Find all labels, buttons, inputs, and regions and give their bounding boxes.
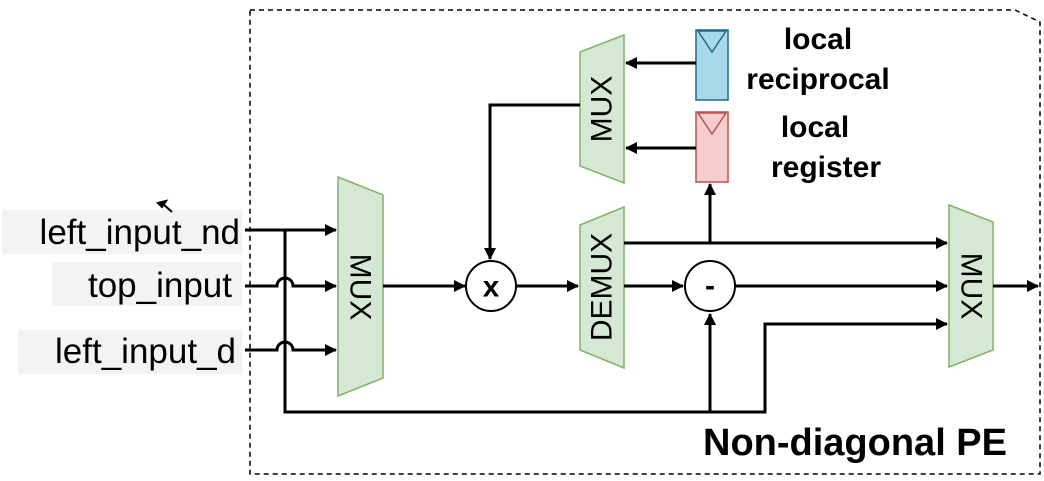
input-mux: [337, 175, 384, 398]
register-label-line2: register: [771, 151, 881, 184]
reciprocal-label-line2: reciprocal: [746, 63, 889, 96]
wire-top-input: [245, 276, 337, 292]
output-mux-label: MUX: [955, 253, 988, 320]
wire-left-input-d: [245, 340, 337, 356]
reciprocal-label-line1: local: [784, 23, 852, 56]
register-clock-icon: [696, 112, 728, 136]
output-mux: [948, 203, 994, 369]
pe-title: Non-diagonal PE: [703, 422, 1007, 464]
register-label-line1: local: [781, 111, 849, 144]
label-top-input: top_input: [88, 266, 232, 305]
subtractor-symbol: -: [705, 270, 715, 303]
label-bg-left-input-nd: [2, 210, 242, 254]
label-left-input-d: left_input_d: [55, 332, 236, 371]
top-mux-label: MUX: [586, 76, 619, 143]
pe-boundary: [249, 9, 1041, 475]
local-reciprocal-memory: [695, 29, 729, 101]
label-left-input-nd: left_input_nd: [40, 213, 240, 252]
top-mux: [579, 33, 625, 185]
wire-bypass-to-output-mux: [710, 318, 948, 414]
demux-label: DEMUX: [586, 233, 619, 341]
label-bg-left-input-d: [18, 330, 242, 374]
demux: [579, 205, 625, 370]
reciprocal-clock-icon: [696, 30, 728, 54]
input-mux-label: MUX: [344, 254, 377, 321]
label-bg-top-input: [52, 262, 242, 306]
local-register: [695, 111, 729, 183]
wire-nd-bypass-bottom: [283, 230, 710, 414]
multiplier-symbol: x: [483, 271, 500, 304]
wire-top-mux-to-multiplier: [484, 103, 580, 260]
cursor-icon: [156, 199, 173, 213]
